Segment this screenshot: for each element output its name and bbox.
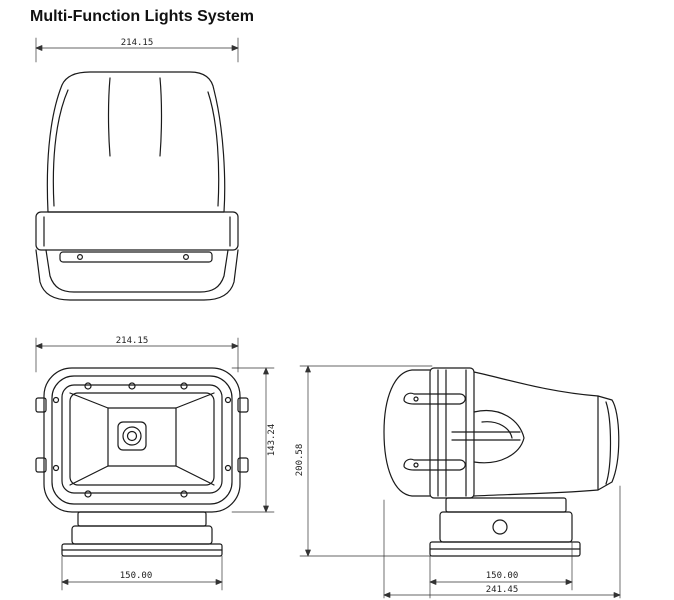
dim-front-base-label: 150.00 bbox=[120, 571, 153, 581]
dim-side-height bbox=[299, 365, 433, 557]
dim-side-overall bbox=[383, 485, 621, 599]
page-title: Multi-Function Lights System bbox=[30, 8, 254, 25]
side-view-drawing bbox=[383, 367, 620, 557]
dim-front-width-label: 214.15 bbox=[116, 336, 149, 346]
dim-side-base bbox=[429, 541, 573, 599]
top-view-drawing bbox=[35, 71, 239, 301]
dim-side-base-label: 150.00 bbox=[486, 571, 519, 581]
dim-top-width bbox=[35, 37, 239, 63]
dim-front-width bbox=[35, 337, 239, 373]
dim-front-base bbox=[61, 555, 223, 591]
dim-side-overall-label: 241.45 bbox=[486, 585, 519, 595]
front-view-drawing bbox=[35, 367, 249, 557]
dim-front-height-label: 143.24 bbox=[267, 424, 277, 457]
dim-front-height bbox=[231, 367, 275, 513]
dim-top-width-label: 214.15 bbox=[121, 38, 154, 48]
dim-side-height-label: 200.58 bbox=[295, 444, 305, 477]
